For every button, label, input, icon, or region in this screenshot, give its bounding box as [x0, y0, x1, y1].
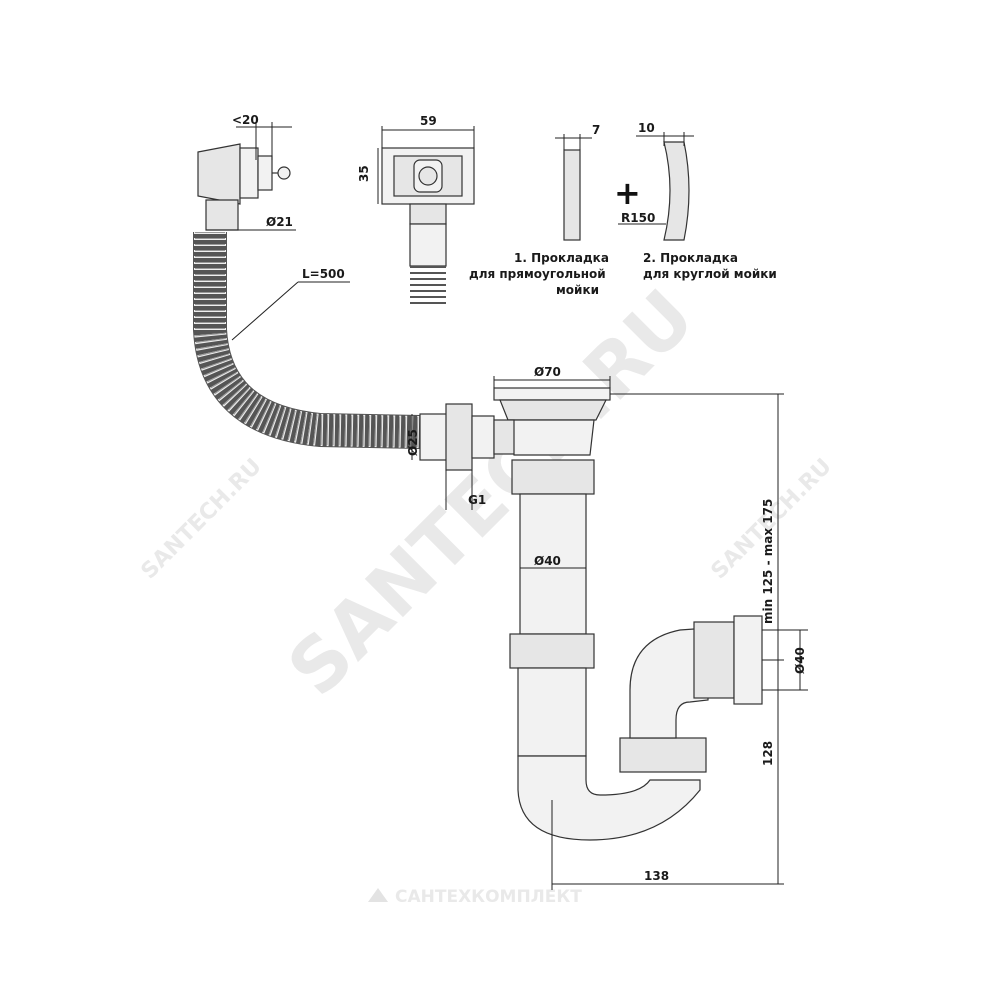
gasket-round-caption-1: 2. Прокладка	[643, 251, 738, 265]
grille-height-label: 35	[357, 165, 371, 182]
overflow-grille	[381, 147, 475, 306]
overflow-offset-label: <20	[232, 113, 259, 127]
svg-text:САНТЕХКОМПЛЕКТ: САНТЕХКОМПЛЕКТ	[395, 887, 582, 907]
gasket-rect-caption-3: мойки	[556, 283, 599, 297]
gasket-round: 10 R150 2. Прокладка для круглой мойки	[618, 121, 777, 281]
dim-overflow-diameter: Ø21	[206, 215, 296, 231]
plus-sign: +	[614, 174, 641, 212]
dim-outlet-height: 128	[761, 659, 784, 766]
gasket-rect-thickness-label: 7	[592, 123, 600, 137]
hose-diameter-label: Ø25	[406, 429, 420, 456]
dim-pipe-diameter: Ø40	[520, 554, 586, 569]
dim-grille-width: 59	[381, 114, 475, 148]
watermark-logo: САНТЕХКОМПЛЕКТ	[368, 887, 582, 907]
dim-hose-diameter: Ø25	[406, 414, 420, 460]
gasket-round-caption-2: для круглой мойки	[643, 267, 777, 281]
pipe-diameter-label: Ø40	[534, 554, 561, 568]
dim-height-range: min 125 - max 175	[610, 393, 784, 884]
dim-outlet-diameter: Ø40	[762, 629, 808, 691]
outlet-height-label: 128	[761, 741, 775, 766]
thread-label: G1	[468, 493, 486, 507]
hose-length-label: L=500	[302, 267, 345, 281]
outlet-diameter-label: Ø40	[793, 647, 807, 674]
height-range-label: min 125 - max 175	[761, 499, 775, 624]
gasket-rect-caption-1: 1. Прокладка	[514, 251, 609, 265]
corrugated-hose-outline	[193, 232, 421, 449]
grille-width-label: 59	[420, 114, 437, 128]
dim-overflow-offset: <20	[232, 113, 292, 160]
dim-grille-height: 35	[357, 148, 379, 204]
gasket-rect: 7 1. Прокладка для прямоугольной мойки	[469, 123, 609, 297]
dim-thread: G1	[445, 470, 486, 510]
overflow-diameter-label: Ø21	[266, 215, 293, 229]
screw-icon	[277, 166, 291, 180]
watermark-small-left: SANTECH.RU	[137, 454, 267, 584]
dim-hose-length: L=500	[231, 267, 350, 341]
gasket-round-radius-label: R150	[621, 211, 655, 225]
gasket-rect-caption-2: для прямоугольной	[469, 267, 606, 281]
overflow-assembly	[193, 143, 421, 449]
dim-grille-diameter: Ø70	[493, 365, 611, 388]
dim-trap-width: 138	[551, 800, 784, 890]
trap-width-label: 138	[644, 869, 669, 883]
gasket-round-thickness-label: 10	[638, 121, 655, 135]
grille-diameter-label: Ø70	[534, 365, 561, 379]
siphon-body	[419, 387, 763, 841]
